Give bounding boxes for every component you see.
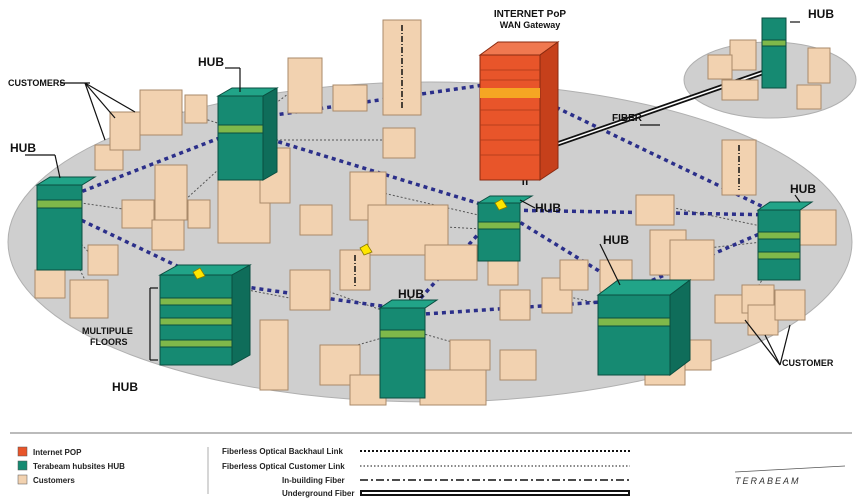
fiber-label: FIBER xyxy=(612,113,643,124)
legend-swatch-hub xyxy=(17,460,28,471)
internet-pop-label: INTERNET PoP xyxy=(494,9,567,20)
internet-pop-tower xyxy=(478,41,560,181)
optical-terminals xyxy=(192,198,508,280)
legend-label-backhaul: Fiberless Optical Backhaul Link xyxy=(222,447,343,456)
legend-label-customer-link: Fiberless Optical Customer Link xyxy=(222,462,345,471)
hub-label-4: HUB xyxy=(790,182,816,196)
legend-label-hub: Terabeam hubsites HUB xyxy=(33,462,125,471)
hub-label-7: HUB xyxy=(398,287,424,301)
hub-tower-1 xyxy=(216,87,279,181)
hub-label-1: HUB xyxy=(198,55,224,69)
hub-tower-7 xyxy=(756,201,814,281)
customers-label: CUSTOMERS xyxy=(8,78,65,88)
wan-gateway-label: WAN Gateway xyxy=(500,20,561,30)
legend-label-customer: Customers xyxy=(33,476,75,485)
multipule-floors-label-2: FLOORS xyxy=(90,337,128,347)
legend: Internet POP Terabeam hubsites HUB Custo… xyxy=(17,446,846,498)
legend-label-underground: Underground Fiber xyxy=(282,489,354,498)
hub-label-8: HUB xyxy=(112,380,138,394)
legend-label-pop: Internet POP xyxy=(33,448,82,457)
legend-swatch-customer xyxy=(17,474,28,485)
legend-swatch-pop xyxy=(17,446,28,457)
multipule-floors-label-1: MULTIPULE xyxy=(82,326,133,336)
hub-tower-6 xyxy=(596,279,692,376)
hub-label-2: HUB xyxy=(10,141,36,155)
hub-tower-2 xyxy=(35,176,97,271)
hub-label-6: HUB xyxy=(603,233,629,247)
hub-label-3: HUB xyxy=(808,7,834,21)
hub-tower-5 xyxy=(476,195,534,262)
hub-tower-4 xyxy=(378,299,439,399)
legend-label-in-building: In-building Fiber xyxy=(282,476,345,485)
hub-label-5: HUB xyxy=(535,201,561,215)
callout-lines xyxy=(25,21,801,366)
hub-towers xyxy=(35,17,814,399)
terabeam-logo: TERABEAM xyxy=(735,476,801,486)
hub-tower-3 xyxy=(158,264,252,366)
hub-tower-8 xyxy=(761,17,787,89)
customer-label: CUSTOMER xyxy=(782,358,834,368)
